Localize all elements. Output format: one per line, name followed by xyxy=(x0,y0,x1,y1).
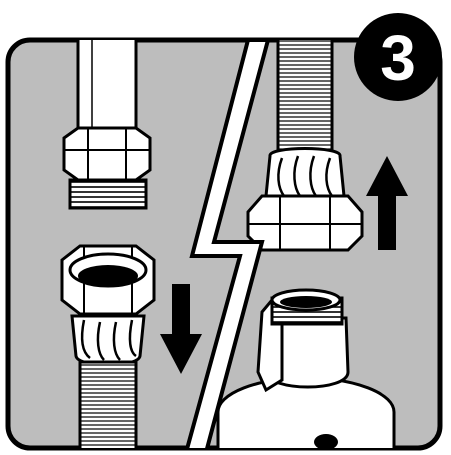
left-ferrule xyxy=(70,314,146,367)
male-hex-fitting xyxy=(62,126,152,210)
arrow-down-icon xyxy=(160,284,202,374)
valve-inlet-fitting xyxy=(216,288,396,448)
step-number: 3 xyxy=(380,22,416,94)
left-braided-hose xyxy=(78,360,138,448)
left-pipe xyxy=(76,40,138,134)
step-badge: 3 xyxy=(354,13,442,101)
panel-divider xyxy=(181,40,271,448)
right-hex-nut xyxy=(246,194,364,252)
right-braided-hose xyxy=(276,40,334,162)
right-ferrule xyxy=(264,147,346,198)
female-hex-nut xyxy=(60,244,156,316)
arrow-up-icon xyxy=(366,156,408,250)
